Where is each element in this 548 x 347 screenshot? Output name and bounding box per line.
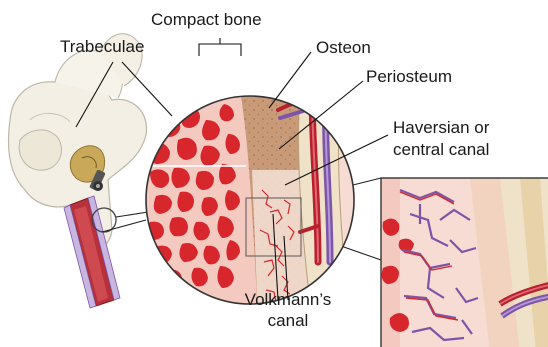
label-periosteum: Periosteum [366, 67, 452, 87]
label-compact-bone: Compact bone [151, 10, 262, 30]
label-volkmann-canal-line2: canal [238, 311, 338, 331]
label-haversian-canal-line2: central canal [393, 140, 489, 160]
label-osteon: Osteon [316, 38, 371, 58]
magnifier-circle [140, 90, 380, 320]
zoom-inset-panel [381, 178, 548, 347]
label-trabeculae: Trabeculae [60, 37, 144, 57]
label-volkmann-canal-line1: Volkmann’s [238, 290, 338, 310]
label-haversian-canal-line1: Haversian or [393, 118, 489, 138]
spongy-bone-region [140, 90, 258, 320]
knee-joint-illustration [9, 34, 147, 308]
